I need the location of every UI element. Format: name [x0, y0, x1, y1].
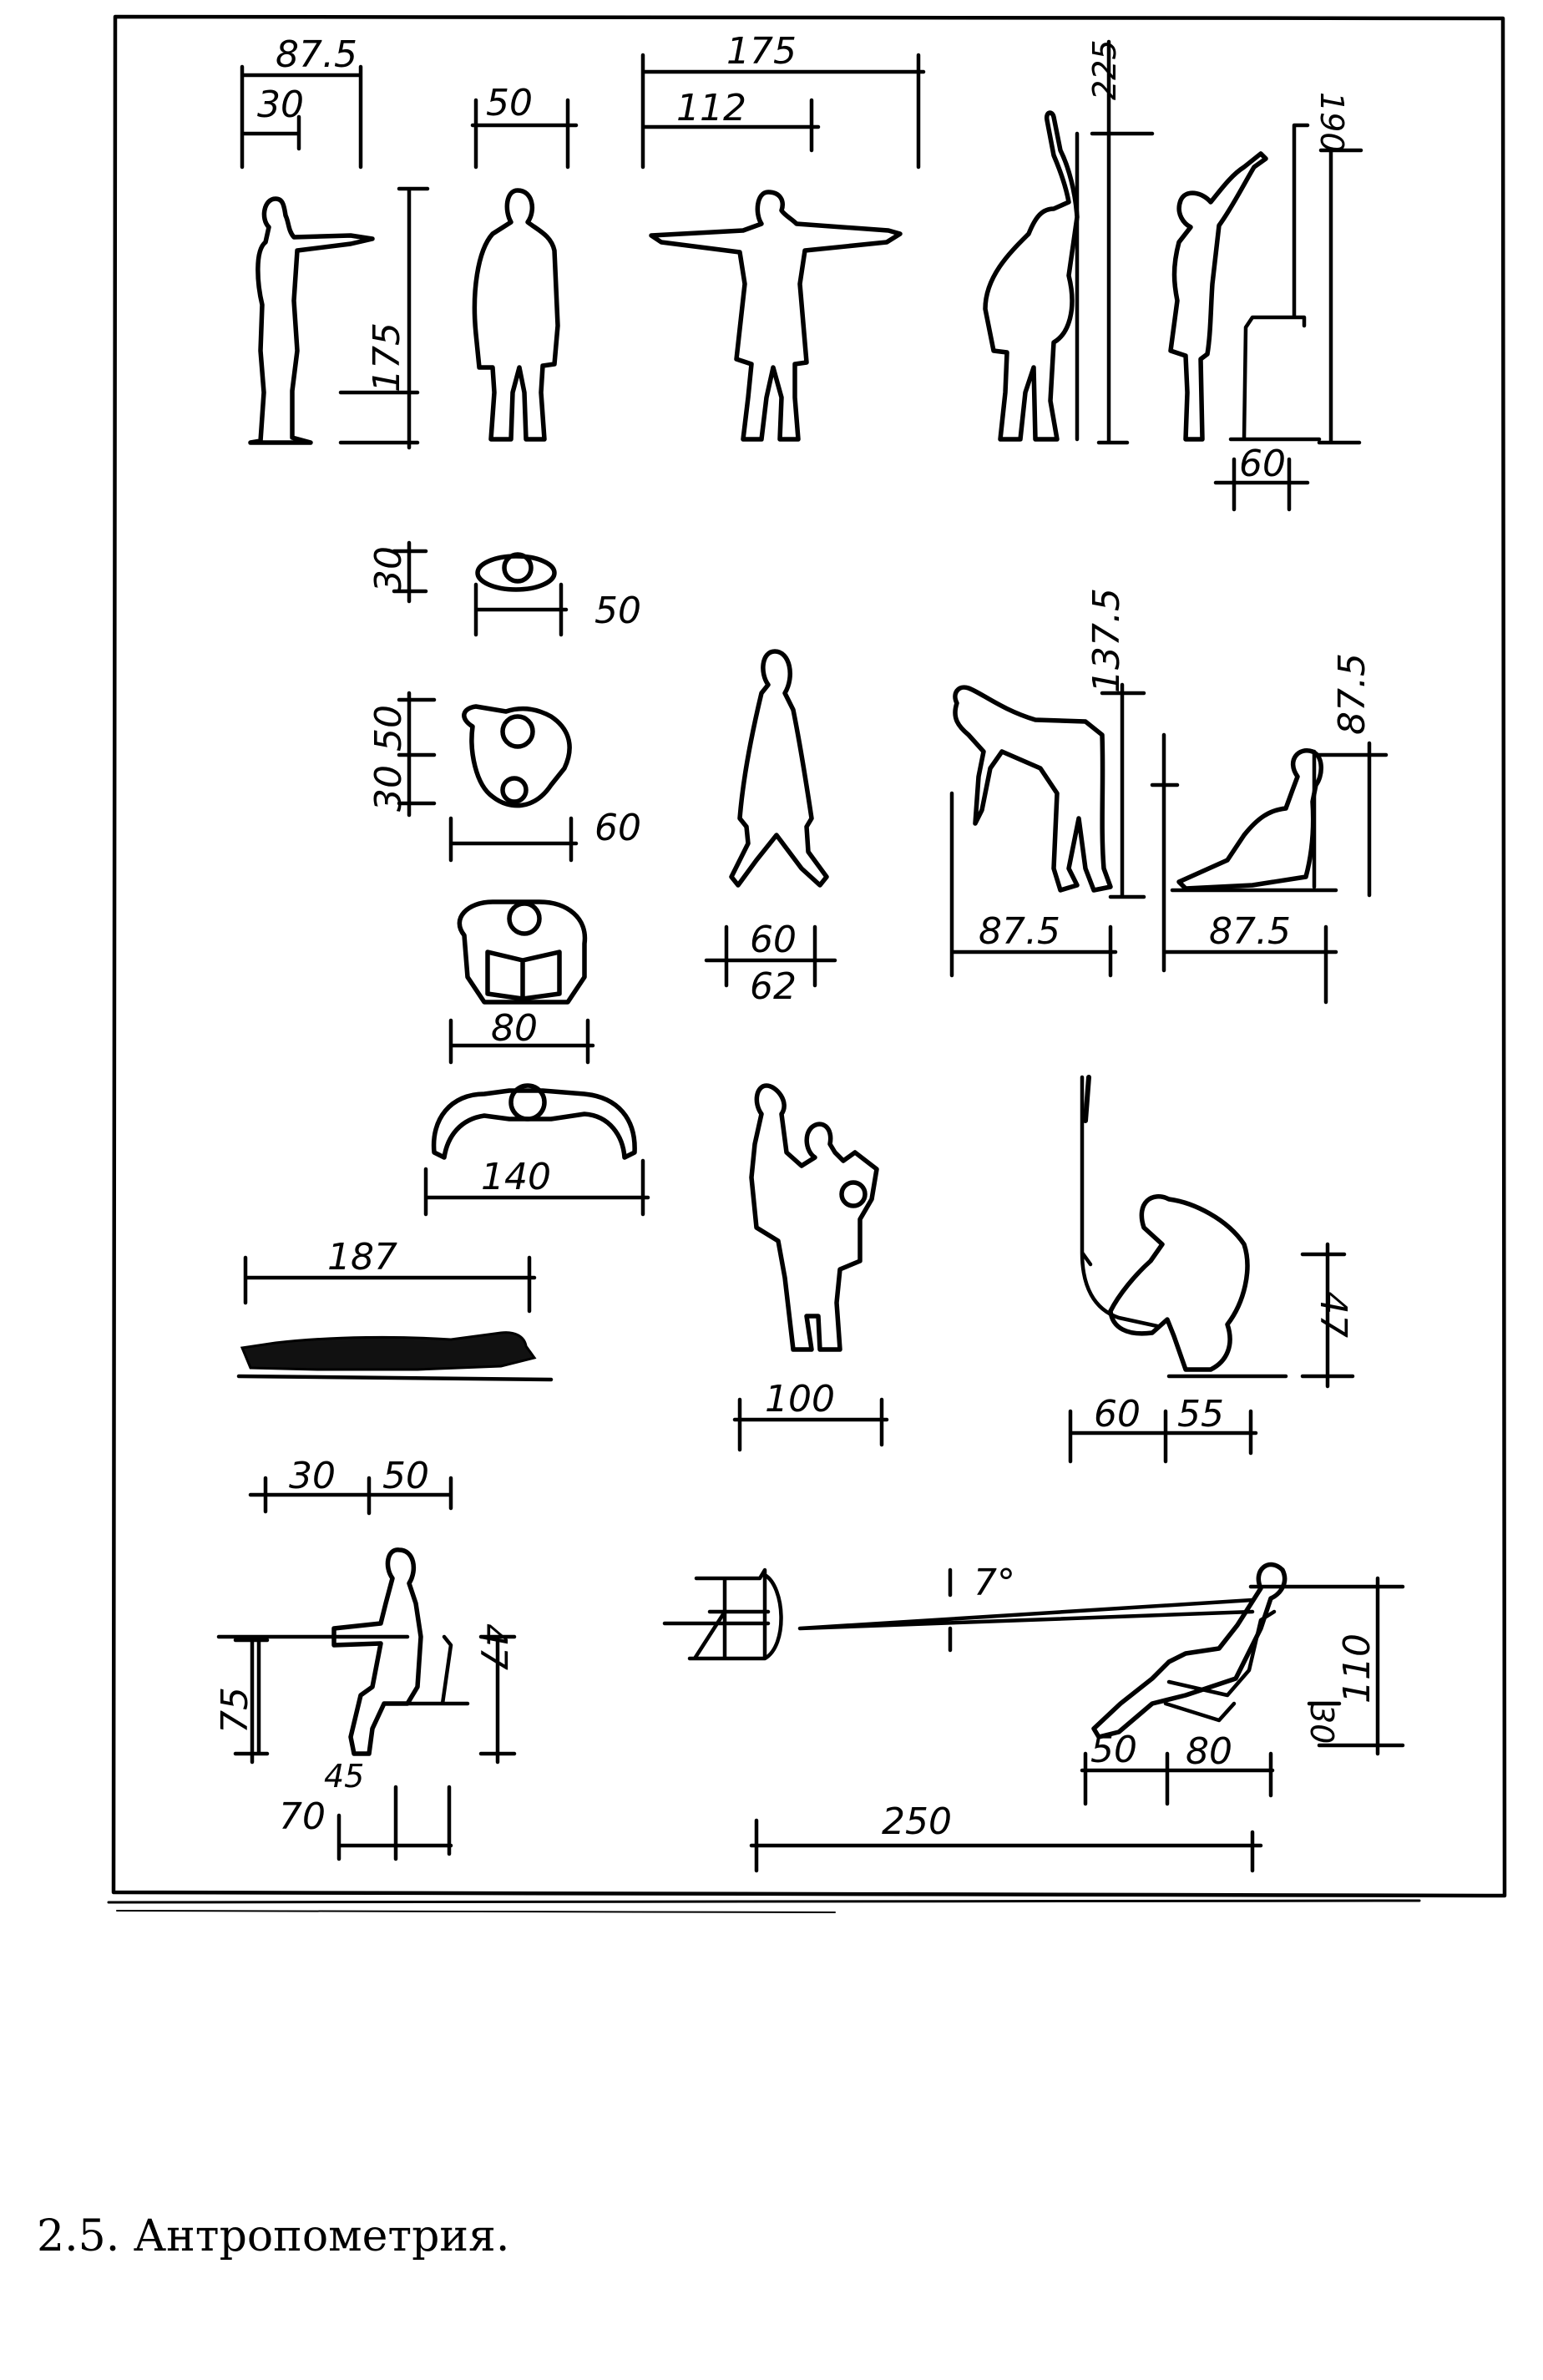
dim-seated-depth-b: 30	[367, 765, 410, 812]
figure-caption: 2.5. Антропометрия.	[37, 2211, 510, 2261]
dim-standing-height: 175	[366, 322, 408, 392]
dim-elbows-width: 140	[481, 1156, 551, 1198]
dim-seat-height: 47	[472, 1623, 514, 1670]
figure-gesture: 100	[732, 1083, 889, 1452]
dim-desk-height: 75	[214, 1687, 256, 1734]
dim-crouch-b: 55	[1177, 1393, 1224, 1436]
dim-seated-width: 60	[594, 807, 641, 849]
diagram-frame	[107, 14, 1507, 1913]
dim-desk-d: 70	[279, 1795, 326, 1838]
dim-desk-a: 30	[289, 1455, 336, 1497]
dim-seated-depth-a: 50	[367, 705, 410, 752]
figure-walking: 60 62	[704, 649, 837, 1008]
dim-view-angle: 7°	[974, 1562, 1015, 1604]
dim-desk-b: 50	[382, 1455, 429, 1497]
figure-seated-top: 50 30 60	[367, 691, 641, 863]
dim-reach-up: 225	[1086, 39, 1123, 100]
dim-shoulder-span: 112	[676, 87, 746, 129]
figure-head-top: 30 50	[367, 540, 641, 637]
dim-chair-b: 80	[1186, 1730, 1232, 1773]
dim-bent-length: 87.5	[979, 910, 1060, 953]
dim-view-distance: 250	[882, 1800, 952, 1843]
dim-reach-forward: 87.5	[276, 33, 357, 76]
dim-head-width: 50	[594, 590, 641, 632]
dim-walking-width-b: 62	[750, 965, 797, 1008]
figure-reading-top: 80	[448, 899, 595, 1065]
dim-crouch-a: 60	[1094, 1393, 1141, 1436]
dim-walking-width-a: 60	[750, 919, 797, 961]
dim-chair-height: 110	[1336, 1633, 1379, 1704]
dim-crouch-height: 47	[1312, 1291, 1354, 1338]
dim-reading-width: 80	[491, 1007, 538, 1050]
figure-crouch: 47 60 55	[1068, 1075, 1355, 1464]
figure-standing-side: 87.5 30 175	[240, 33, 430, 450]
figure-reach-up: 225	[983, 39, 1155, 445]
dim-gesture-width: 100	[765, 1378, 835, 1420]
dim-lying-length: 187	[327, 1236, 397, 1279]
figure-reach-shelf: 190 60	[1168, 92, 1363, 512]
figure-sitting-floor: 87.5 87.5	[1150, 653, 1389, 1005]
dim-sitting-floor-height: 87.5	[1331, 653, 1374, 735]
dim-reach-up-woman: 190	[1313, 92, 1350, 153]
figure-desk: 30 50 75 47 45 70	[214, 1455, 517, 1861]
dim-desk-c: 45	[324, 1758, 364, 1795]
dim-chair-seat: 30	[1303, 1704, 1340, 1744]
figure-standing-front: 50	[470, 82, 579, 442]
dim-body-depth: 30	[257, 84, 304, 126]
dim-head-depth: 30	[367, 546, 410, 593]
dim-shoulder-width: 50	[486, 82, 533, 124]
figure-elbows-top: 140	[423, 1083, 650, 1217]
dim-wall-distance: 60	[1239, 443, 1286, 485]
dim-arm-span: 175	[726, 30, 797, 73]
figure-viewing: 7° 250 50 80 110 30	[662, 1562, 1405, 1873]
figure-bending: 137.5 87.5	[949, 588, 1146, 978]
figure-arms-spread: 175 112	[640, 30, 926, 442]
dim-sitting-floor-length: 87.5	[1209, 910, 1291, 953]
dim-chair-a: 50	[1090, 1729, 1137, 1771]
figure-lying: 187	[236, 1236, 554, 1382]
dim-bent-height: 137.5	[1085, 588, 1128, 693]
